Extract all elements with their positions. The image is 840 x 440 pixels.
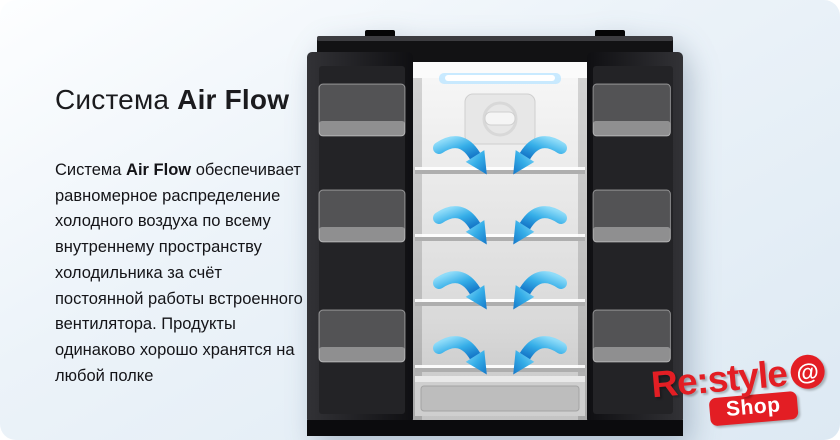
fridge-shelves [415, 167, 585, 372]
page-title-prefix: Система [55, 84, 178, 115]
page-title: Система Air Flow [55, 84, 289, 116]
description-brand: Air Flow [126, 161, 192, 179]
fridge-image [307, 30, 683, 436]
page-title-brand: Air Flow [177, 84, 290, 115]
fridge-left-door [307, 52, 413, 424]
fridge-interior [413, 62, 587, 424]
fridge-base [307, 420, 683, 436]
at-icon: @ [789, 353, 827, 391]
description-prefix: Система [55, 161, 127, 179]
description: Система Air Flow обеспечивает равномерно… [55, 158, 311, 390]
air-vent-panel [464, 93, 536, 145]
crisper-drawer [415, 376, 585, 416]
logo-restyle-shop: Re:style @ Shop [645, 349, 828, 431]
fridge-right-door [587, 52, 683, 424]
description-rest: обеспечивает равномерное распределение х… [55, 161, 303, 385]
